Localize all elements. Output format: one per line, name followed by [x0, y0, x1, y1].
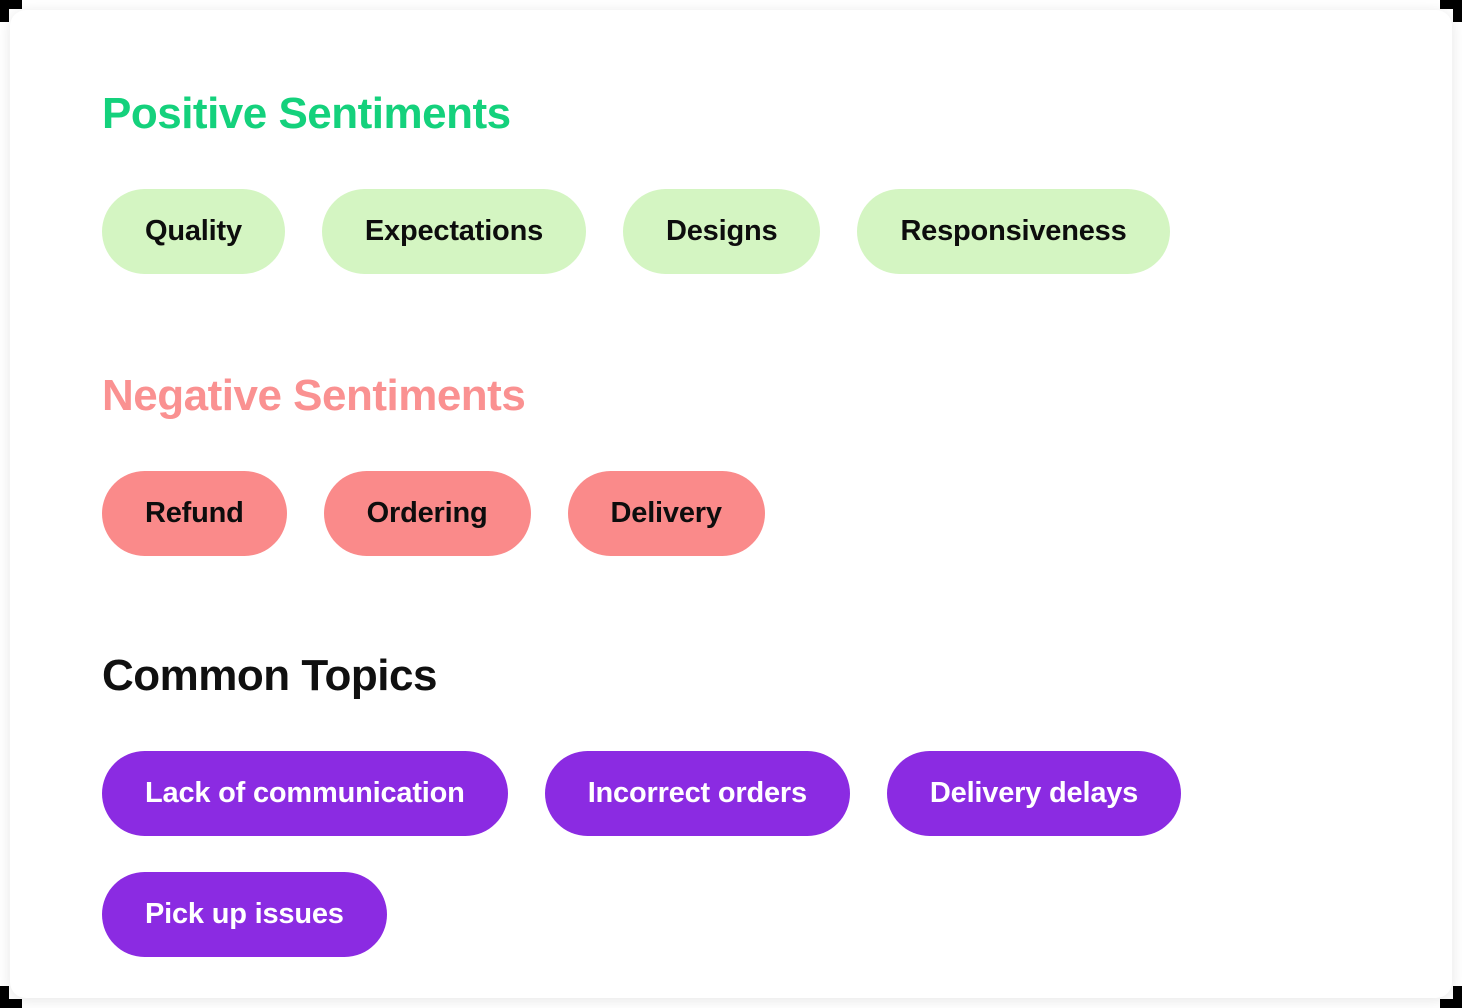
sentiment-summary-card: Positive Sentiments Quality Expectations…: [10, 10, 1452, 998]
negative-sentiments-heading: Negative Sentiments: [102, 371, 526, 420]
positive-sentiments-heading: Positive Sentiments: [102, 89, 511, 138]
pill-negative-refund[interactable]: Refund: [102, 471, 287, 556]
pill-positive-responsiveness[interactable]: Responsiveness: [857, 189, 1170, 274]
positive-sentiments-pill-row: Quality Expectations Designs Responsiven…: [102, 189, 1222, 274]
common-topics-heading: Common Topics: [102, 651, 437, 700]
negative-sentiments-pill-row: Refund Ordering Delivery: [102, 471, 1222, 556]
pill-topic-lack-of-communication[interactable]: Lack of communication: [102, 751, 508, 836]
card-content: Positive Sentiments Quality Expectations…: [10, 10, 1452, 957]
section-common-topics: Common Topics Lack of communication Inco…: [102, 654, 1452, 957]
spacer: [102, 556, 1452, 654]
pill-topic-incorrect-orders[interactable]: Incorrect orders: [544, 751, 850, 836]
pill-positive-designs[interactable]: Designs: [623, 189, 821, 274]
spacer: [102, 274, 1452, 374]
common-topics-pill-row: Lack of communication Incorrect orders D…: [102, 751, 1222, 957]
spacer: [102, 698, 1452, 751]
spacer: [102, 136, 1452, 189]
pill-topic-delivery-delays[interactable]: Delivery delays: [886, 751, 1182, 836]
pill-negative-delivery[interactable]: Delivery: [567, 471, 765, 556]
section-positive-sentiments: Positive Sentiments Quality Expectations…: [102, 92, 1452, 274]
section-negative-sentiments: Negative Sentiments Refund Ordering Deli…: [102, 374, 1452, 556]
spacer: [102, 418, 1452, 471]
pill-negative-ordering[interactable]: Ordering: [323, 471, 531, 556]
pill-positive-quality[interactable]: Quality: [102, 189, 285, 274]
pill-topic-pick-up-issues[interactable]: Pick up issues: [102, 872, 387, 957]
pill-positive-expectations[interactable]: Expectations: [321, 189, 587, 274]
